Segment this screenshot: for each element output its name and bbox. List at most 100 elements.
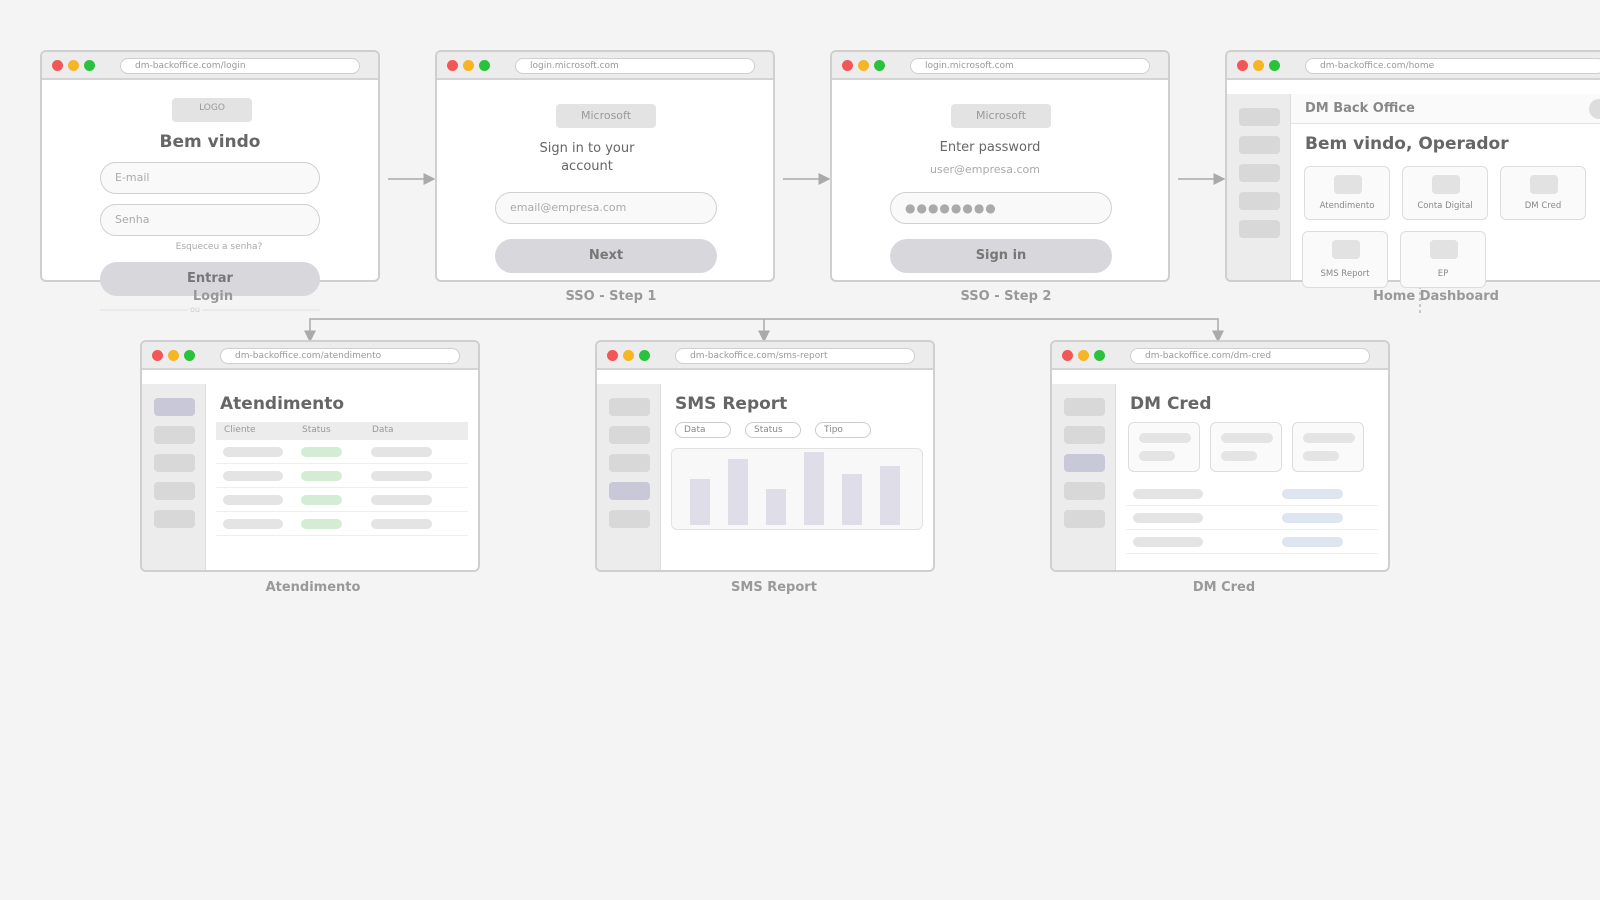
module-card-ep[interactable]: EP bbox=[1400, 231, 1486, 288]
module-card-sms-report[interactable]: SMS Report bbox=[1302, 231, 1388, 288]
url-bar[interactable]: login.microsoft.com bbox=[515, 58, 755, 74]
titlebar: login.microsoft.com bbox=[832, 52, 1168, 80]
url-bar[interactable]: dm-backoffice.com/home bbox=[1305, 58, 1600, 74]
close-dot-icon bbox=[447, 60, 458, 71]
status-badge bbox=[1282, 537, 1343, 547]
sidebar-item[interactable] bbox=[154, 510, 195, 528]
sidebar-item[interactable] bbox=[1239, 164, 1280, 182]
minimize-dot-icon bbox=[1253, 60, 1264, 71]
login-submit-button[interactable]: Entrar bbox=[100, 262, 320, 296]
sidebar-item[interactable] bbox=[1239, 108, 1280, 126]
table-row[interactable] bbox=[216, 440, 468, 464]
sidebar-item[interactable] bbox=[1239, 192, 1280, 210]
module-card-atendimento[interactable]: Atendimento bbox=[1304, 166, 1390, 220]
app-header: DM Back Office bbox=[1291, 94, 1600, 124]
minimize-dot-icon bbox=[68, 60, 79, 71]
chart-panel bbox=[671, 448, 923, 530]
page-title: DM Cred bbox=[1130, 394, 1212, 414]
module-card-conta-digital[interactable]: Conta Digital bbox=[1402, 166, 1488, 220]
url-bar[interactable]: dm-backoffice.com/atendimento bbox=[220, 348, 460, 364]
microsoft-logo: Microsoft bbox=[556, 104, 656, 128]
sidebar-item-active[interactable] bbox=[609, 482, 650, 500]
caption-sms-report: SMS Report bbox=[731, 580, 817, 595]
close-dot-icon bbox=[607, 350, 618, 361]
url-bar[interactable]: dm-backoffice.com/dm-cred bbox=[1130, 348, 1370, 364]
next-button[interactable]: Next bbox=[495, 239, 717, 273]
atendimento-window: dm-backoffice.com/atendimento Atendiment… bbox=[140, 340, 480, 572]
sidebar-item-active[interactable] bbox=[154, 398, 195, 416]
table-row[interactable] bbox=[216, 512, 468, 536]
status-badge bbox=[301, 447, 342, 457]
summary-card[interactable] bbox=[1292, 422, 1364, 472]
list-item[interactable] bbox=[1126, 530, 1378, 554]
url-bar[interactable]: dm-backoffice.com/login bbox=[120, 58, 360, 74]
titlebar: dm-backoffice.com/login bbox=[42, 52, 378, 80]
close-dot-icon bbox=[1237, 60, 1248, 71]
minimize-dot-icon bbox=[623, 350, 634, 361]
card-placeholder bbox=[1303, 433, 1355, 443]
url-bar[interactable]: login.microsoft.com bbox=[910, 58, 1150, 74]
page-title: Enter password bbox=[939, 140, 1041, 155]
module-icon bbox=[1334, 175, 1362, 194]
card-placeholder bbox=[1139, 451, 1175, 461]
sidebar bbox=[142, 384, 206, 570]
login-divider-label: ou bbox=[188, 305, 202, 314]
password-field[interactable]: Senha bbox=[100, 204, 320, 236]
status-badge bbox=[1282, 489, 1343, 499]
minimize-dot-icon bbox=[1078, 350, 1089, 361]
maximize-dot-icon bbox=[1094, 350, 1105, 361]
maximize-dot-icon bbox=[639, 350, 650, 361]
forgot-password-link[interactable]: Esqueceu a senha? bbox=[175, 242, 263, 252]
title-line-2: account bbox=[561, 159, 613, 174]
sidebar-item[interactable] bbox=[1239, 136, 1280, 154]
list-item[interactable] bbox=[1126, 482, 1378, 506]
sidebar-item[interactable] bbox=[1064, 510, 1105, 528]
user-email: user@empresa.com bbox=[930, 163, 1040, 176]
filter-tipo[interactable]: Tipo bbox=[815, 422, 871, 438]
maximize-dot-icon bbox=[479, 60, 490, 71]
minimize-dot-icon bbox=[463, 60, 474, 71]
email-field[interactable]: email@empresa.com bbox=[495, 192, 717, 224]
page-title: Bem vindo bbox=[159, 132, 261, 152]
column-header: Status bbox=[302, 425, 331, 435]
email-field[interactable]: E-mail bbox=[100, 162, 320, 194]
sign-in-button[interactable]: Sign in bbox=[890, 239, 1112, 273]
avatar[interactable] bbox=[1589, 99, 1600, 119]
sidebar bbox=[1052, 384, 1116, 570]
caption-login: Login bbox=[192, 289, 234, 304]
password-field[interactable]: ●●●●●●●● bbox=[890, 192, 1112, 224]
sidebar-item[interactable] bbox=[1064, 482, 1105, 500]
caption-home-dashboard: Home Dashboard bbox=[1373, 289, 1499, 304]
table-row[interactable] bbox=[216, 488, 468, 512]
module-card-dm-cred[interactable]: DM Cred bbox=[1500, 166, 1586, 220]
sidebar-item[interactable] bbox=[1064, 398, 1105, 416]
cell-placeholder bbox=[1133, 489, 1203, 499]
sidebar-item[interactable] bbox=[609, 454, 650, 472]
caption-atendimento: Atendimento bbox=[265, 580, 361, 595]
sidebar-item[interactable] bbox=[1064, 426, 1105, 444]
sidebar-item[interactable] bbox=[154, 482, 195, 500]
table-row[interactable] bbox=[216, 464, 468, 488]
summary-card[interactable] bbox=[1128, 422, 1200, 472]
sidebar-item[interactable] bbox=[154, 426, 195, 444]
module-label: DM Cred bbox=[1524, 201, 1562, 211]
microsoft-logo: Microsoft bbox=[951, 104, 1051, 128]
minimize-dot-icon bbox=[858, 60, 869, 71]
sidebar-item[interactable] bbox=[1239, 220, 1280, 238]
module-label: Atendimento bbox=[1319, 201, 1375, 211]
summary-card[interactable] bbox=[1210, 422, 1282, 472]
list-item[interactable] bbox=[1126, 506, 1378, 530]
filter-data[interactable]: Data bbox=[675, 422, 731, 438]
module-label: SMS Report bbox=[1320, 269, 1370, 279]
close-dot-icon bbox=[1062, 350, 1073, 361]
sidebar-item-active[interactable] bbox=[1064, 454, 1105, 472]
sidebar-item[interactable] bbox=[609, 426, 650, 444]
sidebar-item[interactable] bbox=[609, 510, 650, 528]
sidebar bbox=[1227, 94, 1291, 280]
filter-status[interactable]: Status bbox=[745, 422, 801, 438]
sidebar-item[interactable] bbox=[154, 454, 195, 472]
url-bar[interactable]: dm-backoffice.com/sms-report bbox=[675, 348, 915, 364]
table-header: Cliente Status Data bbox=[216, 422, 468, 440]
sidebar-item[interactable] bbox=[609, 398, 650, 416]
cell-placeholder bbox=[1133, 537, 1203, 547]
